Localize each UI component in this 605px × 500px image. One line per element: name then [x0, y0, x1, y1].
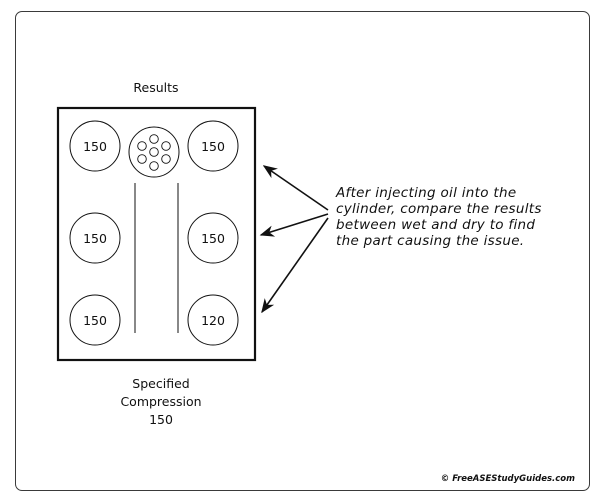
arrow-middle — [259, 213, 329, 237]
results-title: Results — [133, 80, 179, 95]
cylinder-bottom-right — [187, 294, 239, 346]
specified-line-3: 150 — [149, 412, 173, 427]
engine-block — [56, 106, 257, 362]
callout-line-4: the part causing the issue. — [336, 233, 525, 249]
cylinder-value-top-right: 150 — [201, 138, 225, 154]
cylinder-value-middle-right: 150 — [201, 230, 225, 246]
cylinder-middle-left — [69, 212, 121, 264]
cylinder-middle-right — [187, 212, 239, 264]
figure-frame — [15, 11, 590, 491]
cylinder-value-top-left: 150 — [83, 138, 107, 154]
specified-line-2: Compression — [120, 394, 202, 409]
cylinder-top-right — [187, 120, 239, 172]
cylinder-value-bottom-right: 120 — [201, 312, 225, 328]
specified-line-1: Specified — [132, 376, 190, 391]
callout-line-1: After injecting oil into the — [336, 185, 517, 201]
copyright-text: © FreeASEStudyGuides.com — [440, 474, 575, 484]
callout-line-3: between wet and dry to find — [336, 217, 536, 233]
callout-line-2: cylinder, compare the results — [336, 201, 542, 217]
arrow-bottom — [261, 217, 329, 314]
gauge-circle-icon — [128, 126, 180, 178]
cylinder-bottom-left — [69, 294, 121, 346]
arrow-top — [262, 165, 329, 211]
callout-text: After injecting oil into the cylinder, c… — [336, 185, 576, 249]
cylinder-top-left — [69, 120, 121, 172]
cylinder-value-middle-left: 150 — [83, 230, 107, 246]
cylinder-value-bottom-left: 150 — [83, 312, 107, 328]
